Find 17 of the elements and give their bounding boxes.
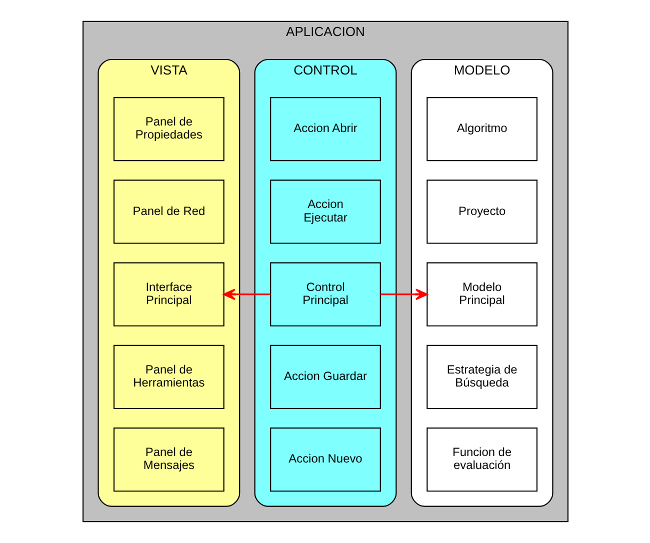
- arrow: [380, 288, 428, 300]
- node-box: Accion Guardar: [270, 344, 380, 410]
- arrow: [222, 288, 270, 300]
- node-box: Funcion de evaluación: [426, 428, 537, 492]
- node-box: Panel de Red: [113, 180, 224, 244]
- node-box: Panel de Herramientas: [113, 344, 224, 410]
- node-box: Panel de Propiedades: [113, 97, 224, 162]
- node-box: Accion Abrir: [270, 97, 380, 162]
- node-box: Proyecto: [426, 180, 537, 244]
- node-box: Accion Ejecutar: [270, 180, 380, 244]
- node-box: Interface Principal: [113, 262, 224, 326]
- node-box: Panel de Mensajes: [113, 428, 224, 492]
- node-box: Estrategia de Búsqueda: [426, 344, 537, 410]
- node-box: Algoritmo: [426, 97, 537, 162]
- node-box: Accion Nuevo: [270, 428, 380, 492]
- node-box: Modelo Principal: [426, 262, 537, 326]
- node-box: Control Principal: [270, 262, 380, 326]
